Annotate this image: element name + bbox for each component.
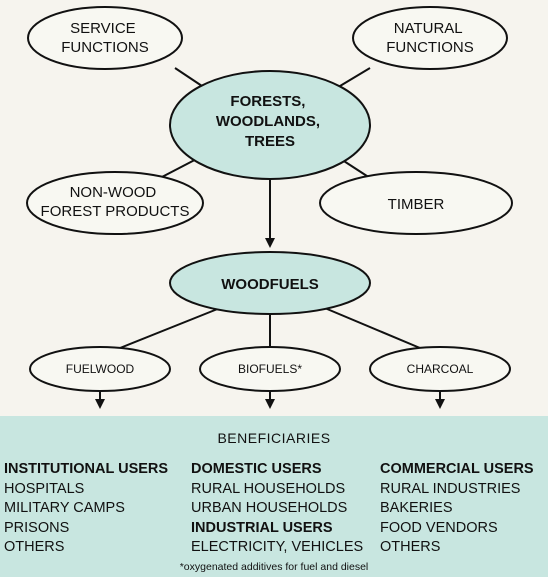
connector-charcoal <box>319 305 421 349</box>
beneficiaries-title: BENEFICIARIES <box>217 430 331 446</box>
node-charcoal: CHARCOAL <box>369 346 511 392</box>
institutional-item: PRISONS <box>4 519 70 536</box>
svg-text:NATURAL FUNCTIONS: NATURAL FUNCTIONS <box>386 20 474 56</box>
commercial-item: OTHERS <box>380 539 441 555</box>
flow-diagram: SERVICE FUNCTIONS NATURAL FUNCTIONS FORE… <box>26 6 513 409</box>
institutional-item: HOSPITALS <box>4 480 85 497</box>
commercial-item: BAKERIES <box>380 500 453 516</box>
svg-text:FUELWOOD: FUELWOOD <box>66 362 135 376</box>
svg-text:FORESTS, WOODLANDS,: FORESTS, WOODLANDS, TREES <box>216 93 324 150</box>
commercial-users-heading: COMMERCIAL USERS <box>380 461 534 477</box>
commercial-item: RURAL INDUSTRIES <box>380 480 521 497</box>
node-non-wood-forest-products: NON-WOOD FOREST PRODUCTS <box>26 171 204 235</box>
domestic-industrial-column: DOMESTIC USERS RURAL HOUSEHOLDS URBAN HO… <box>191 460 363 558</box>
domestic-item: RURAL HOUSEHOLDS <box>191 480 346 497</box>
beneficiaries-panel: BENEFICIARIES INSTITUTIONAL USERS HOSPIT… <box>0 416 548 577</box>
node-woodfuels: WOODFUELS <box>169 251 371 315</box>
svg-text:WOODFUELS: WOODFUELS <box>221 276 319 293</box>
institutional-item: OTHERS <box>4 539 65 555</box>
svg-text:CHARCOAL: CHARCOAL <box>407 362 474 376</box>
institutional-item: MILITARY CAMPS <box>4 500 125 516</box>
node-natural-functions: NATURAL FUNCTIONS <box>352 6 508 70</box>
connector-fuelwood <box>119 305 226 349</box>
node-forests-woodlands-trees: FORESTS, WOODLANDS, TREES <box>169 70 371 180</box>
node-fuelwood: FUELWOOD <box>29 346 171 392</box>
domestic-users-heading: DOMESTIC USERS <box>191 461 322 477</box>
institutional-users-heading: INSTITUTIONAL USERS <box>4 461 169 477</box>
svg-text:SERVICE FUNCTIONS: SERVICE FUNCTIONS <box>61 20 149 56</box>
node-biofuels: BIOFUELS* <box>199 346 341 392</box>
institutional-users-column: INSTITUTIONAL USERS HOSPITALS MILITARY C… <box>4 460 168 558</box>
node-service-functions: SERVICE FUNCTIONS <box>27 6 183 70</box>
svg-text:NON-WOOD FOREST PRODUCTS: NON-WOOD FOREST PRODUCTS <box>41 184 190 220</box>
industrial-item: ELECTRICITY, VEHICLES <box>191 539 364 555</box>
svg-text:BIOFUELS*: BIOFUELS* <box>238 362 302 376</box>
commercial-item: FOOD VENDORS <box>380 519 498 536</box>
svg-text:TIMBER: TIMBER <box>388 196 445 213</box>
domestic-item: URBAN HOUSEHOLDS <box>191 500 348 516</box>
footnote: *oxygenated additives for fuel and diese… <box>179 561 369 573</box>
node-timber: TIMBER <box>319 171 513 235</box>
industrial-users-heading: INDUSTRIAL USERS <box>191 519 333 536</box>
commercial-users-column: COMMERCIAL USERS RURAL INDUSTRIES BAKERI… <box>380 460 534 558</box>
